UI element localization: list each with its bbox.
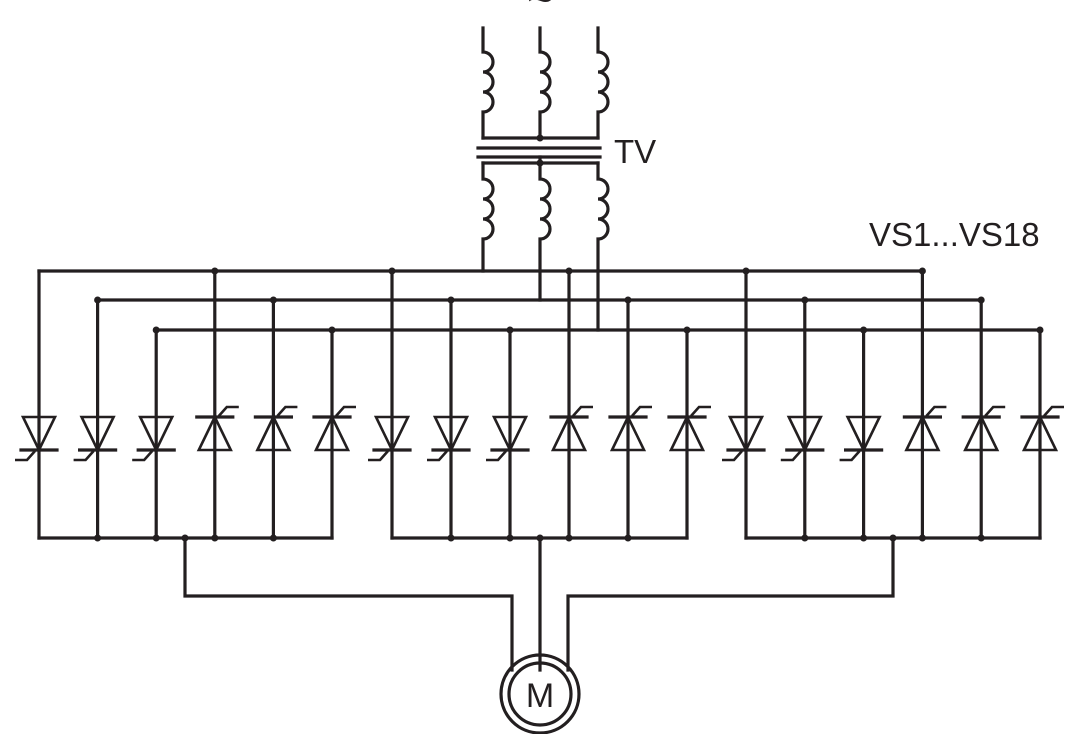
motor-label: M	[526, 677, 554, 715]
thyristor	[73, 296, 118, 542]
thyristor	[427, 296, 471, 542]
thyristor	[195, 267, 239, 542]
thyristor	[253, 296, 298, 542]
thyristor	[839, 326, 884, 542]
thyristor-group-1	[15, 267, 356, 542]
thyristor	[132, 326, 176, 542]
transformer: TV	[476, 26, 656, 332]
thyristor-group-3	[722, 267, 1064, 542]
transformer-label: TV	[614, 133, 656, 170]
thyristor	[15, 269, 59, 540]
motor-feed	[181, 534, 897, 672]
thyristor	[722, 267, 766, 540]
ac-supply-symbol: ~	[527, 0, 553, 24]
thyristor	[667, 326, 711, 540]
phase-buses	[37, 269, 1042, 332]
thyristor-group-2	[368, 267, 711, 542]
thyristors-label: VS1...VS18	[869, 216, 1040, 253]
thyristor-groups	[15, 267, 1064, 542]
thyristor	[486, 326, 530, 542]
thyristor	[368, 267, 412, 540]
thyristor	[902, 267, 947, 542]
thyristor	[312, 326, 356, 540]
primary-windings	[481, 26, 610, 142]
thyristor	[549, 267, 593, 542]
thyristor	[780, 296, 825, 542]
thyristor	[1020, 326, 1064, 540]
thyristor	[961, 296, 1006, 542]
motor: M	[499, 653, 581, 734]
thyristor	[608, 296, 652, 542]
secondary-windings	[481, 155, 610, 332]
